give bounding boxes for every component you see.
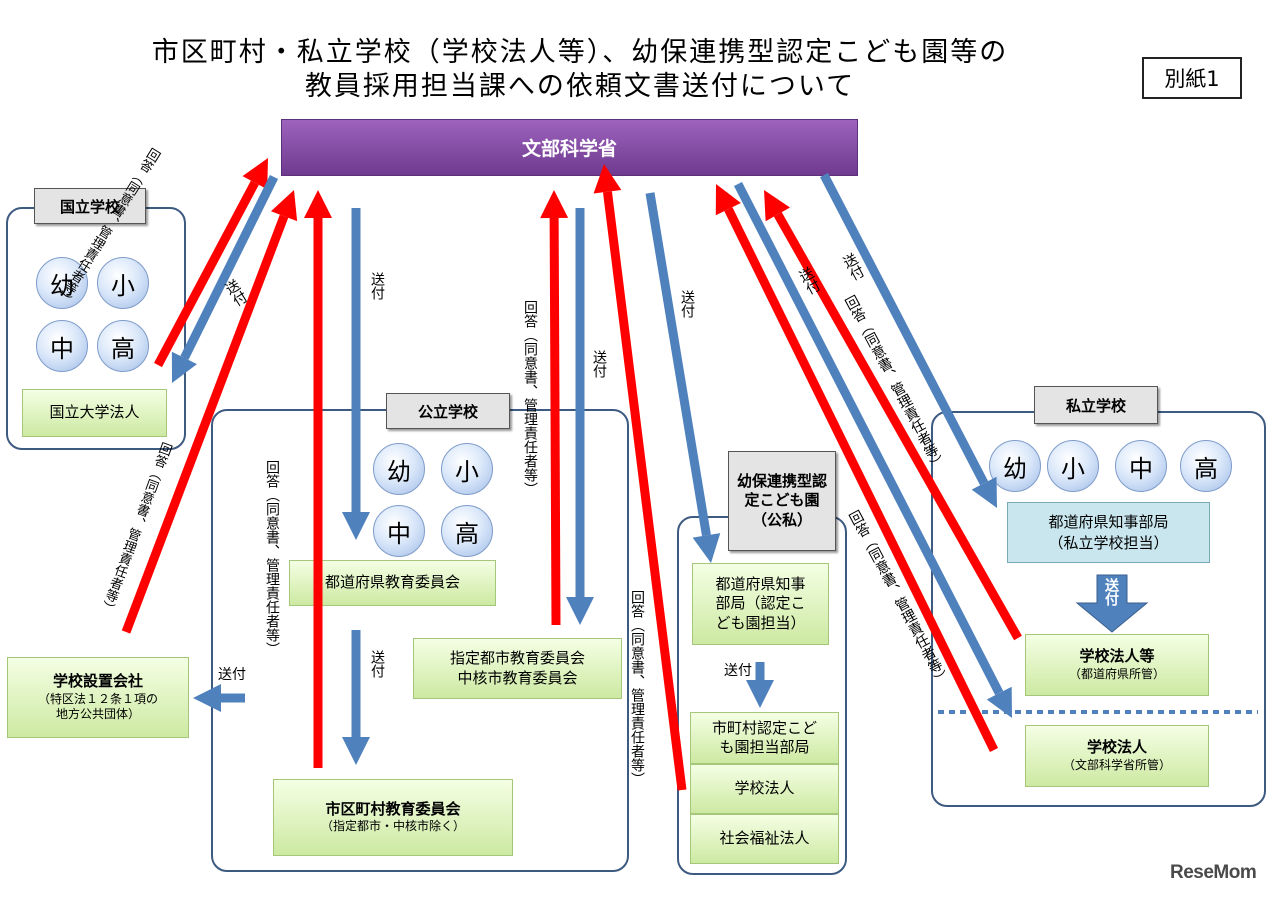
national-university-corp-text: 国立大学法人 [49, 403, 140, 422]
private-circle-junior-high: 中 [1115, 440, 1167, 492]
national-school-label: 国立学校 [34, 188, 146, 224]
private-school-label: 私立学校 [1034, 386, 1158, 424]
national-circle-high: 高 [97, 320, 149, 372]
school-company-line3: 地方公共団体） [55, 707, 140, 722]
kodomoen-label: 幼保連携型認定こども園（公私） [728, 451, 836, 551]
private-circle-kindergarten: 幼 [989, 440, 1041, 492]
school-corp-mext: 学校法人 （文部科学省所管） [1025, 725, 1209, 787]
send-label-kodomoen-pref: 送付 [679, 290, 695, 318]
send-arrow-private-mext [733, 181, 1012, 718]
reply-arrow-private-mext [715, 184, 999, 752]
school-corp-mext-note: （文部科学省所管） [1062, 757, 1171, 772]
reply-arrow-kodomoen [593, 164, 687, 791]
send-arrow-muni [342, 630, 370, 765]
private-circle-elementary: 小 [1047, 440, 1099, 492]
school-corp-prefectural-text: 学校法人等 [1079, 647, 1155, 666]
mext-bar: 文部科学省 [281, 119, 858, 176]
reply-arrow-company [121, 190, 298, 634]
resemom-logo: ReseMom [1170, 862, 1257, 883]
reply-arrow-national [154, 158, 268, 368]
kodomoen-pref-line3: ども園担当） [715, 613, 806, 632]
designated-city-board-line1: 指定都市教育委員会 [449, 649, 585, 667]
send-arrow-private-gov [820, 172, 997, 508]
pref-board-of-education-text: 都道府県教育委員会 [324, 573, 460, 592]
national-circle-kindergarten: 幼 [36, 257, 88, 309]
page-title-line1: 市区町村・私立学校（学校法人等）、幼保連携型認定こども園等の [151, 37, 1009, 68]
school-corp-prefectural: 学校法人等 （都道府県所管） [1025, 634, 1209, 696]
school-company-line1: 学校設置会社 [52, 672, 143, 691]
page-title-line2: 教員採用担当課への依頼文書送付について [304, 71, 856, 102]
reply-arrow-muni [304, 190, 332, 768]
reply-label-muni: 回答（同意書、管理責任者等） [264, 460, 280, 656]
public-circle-junior-high: 中 [373, 505, 425, 557]
designated-city-board-line2: 中核市教育委員会 [457, 668, 578, 687]
kodomoen-pref-office: 都道府県知事 部局（認定こ ども園担当） [692, 563, 829, 645]
national-circle-junior-high: 中 [36, 320, 88, 372]
kodomoen-welfare-corp-text: 社会福祉法人 [719, 829, 810, 848]
kodomoen-welfare-corp: 社会福祉法人 [690, 814, 839, 864]
send-arrow-national [171, 175, 279, 383]
send-arrow-pref-board [342, 208, 370, 540]
school-company-line2: （特区法１２条１項の [37, 691, 158, 706]
public-circle-elementary: 小 [441, 443, 493, 495]
send-arrow-city-board [566, 208, 594, 625]
send-label-city-board: 送付 [591, 350, 607, 378]
kodomoen-pref-line2: 部局（認定こ [715, 594, 806, 613]
reply-label-kodomoen: 回答（同意書、管理責任者等） [629, 590, 645, 786]
send-label-company: 送付 [218, 667, 246, 683]
school-corp-prefectural-note: （都道府県所管） [1068, 666, 1165, 681]
public-school-label: 公立学校 [386, 393, 510, 429]
municipal-board-of-education: 市区町村教育委員会 （指定都市・中核市除く） [273, 779, 513, 856]
national-university-corp: 国立大学法人 [22, 389, 167, 437]
attachment-tag: 別紙1 [1142, 57, 1242, 99]
send-label-pref-board: 送付 [369, 272, 385, 300]
school-establishment-company: 学校設置会社 （特区法１２条１項の 地方公共団体） [7, 657, 189, 738]
send-arrow-company [193, 684, 245, 712]
municipal-board-of-education-text: 市区町村教育委員会 [325, 799, 461, 818]
reply-label-city-board: 回答（同意書、管理責任者等） [522, 300, 538, 496]
send-arrow-kodomoen-pref [645, 192, 721, 563]
national-circle-elementary: 小 [97, 257, 149, 309]
municipal-board-of-education-note: （指定都市・中核市除く） [320, 819, 465, 834]
kodomoen-muni-line2: も園担当部局 [719, 738, 810, 756]
designated-city-board: 指定都市教育委員会 中核市教育委員会 [413, 638, 622, 699]
kodomoen-school-corp-text: 学校法人 [734, 779, 795, 798]
kodomoen-muni-line1: 市町村認定こど [711, 718, 817, 737]
school-corp-mext-text: 学校法人 [1086, 738, 1147, 757]
send-label-kodomoen-muni: 送付 [724, 663, 752, 679]
kodomoen-municipal-office: 市町村認定こど も園担当部局 [690, 712, 839, 764]
reply-arrow-city-board [540, 190, 569, 626]
send-label-private-corp: 送付 [1103, 578, 1119, 606]
kodomoen-label-text: 幼保連携型認定こども園（公私） [736, 471, 827, 529]
pref-governor-line2: （私立学校担当） [1048, 533, 1169, 552]
reply-arrow-private-gov [764, 190, 1022, 641]
private-circle-high: 高 [1180, 440, 1232, 492]
public-circle-kindergarten: 幼 [373, 443, 425, 495]
send-arrow-kodomoen-muni [746, 662, 774, 708]
kodomoen-school-corp: 学校法人 [690, 764, 839, 814]
pref-governor-line1: 都道府県知事部局 [1048, 512, 1169, 531]
send-label-muni: 送付 [369, 650, 385, 678]
pref-board-of-education: 都道府県教育委員会 [289, 560, 496, 606]
send-arrow-private-corp [1075, 574, 1149, 633]
public-circle-high: 高 [441, 505, 493, 557]
kodomoen-pref-line1: 都道府県知事 [715, 574, 806, 593]
pref-governor-office: 都道府県知事部局 （私立学校担当） [1007, 502, 1210, 563]
